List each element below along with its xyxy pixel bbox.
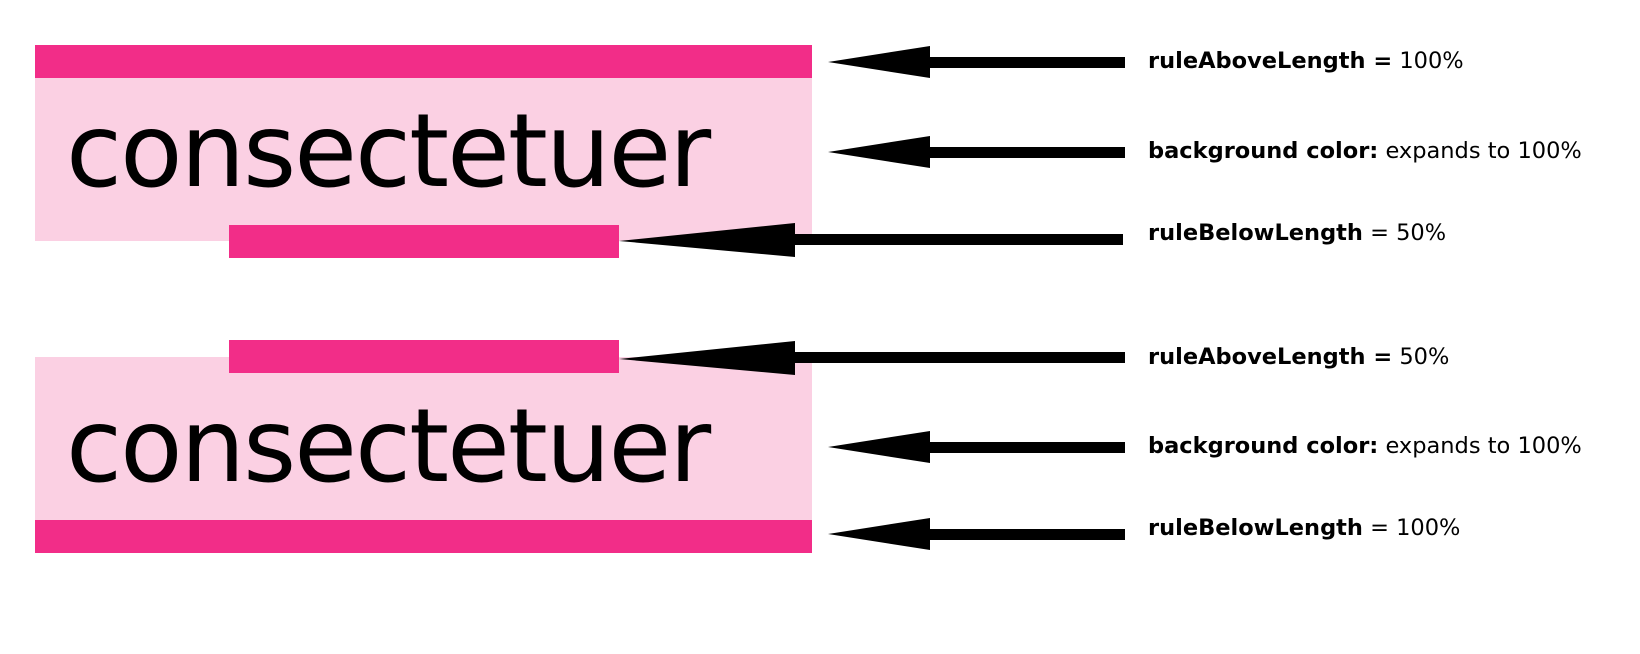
paragraph-text: consectetuer xyxy=(66,92,711,211)
annotation-value: 50% xyxy=(1392,344,1450,370)
annotation-value: expands to 100% xyxy=(1378,433,1582,459)
arrow-icon xyxy=(619,341,1125,375)
rule-above xyxy=(229,340,619,373)
rule-below xyxy=(35,520,812,553)
annotation-key: ruleBelowLength xyxy=(1148,515,1363,541)
annotation-rule-below: ruleBelowLength = 100% xyxy=(1148,517,1460,540)
paragraph-text: consectetuer xyxy=(66,387,711,506)
annotation-key: background color: xyxy=(1148,433,1379,459)
paragraph-background xyxy=(35,357,812,520)
annotation-rule-above: ruleAboveLength = 50% xyxy=(1148,346,1449,369)
annotation-rule-above: ruleAboveLength = 100% xyxy=(1148,50,1464,73)
annotation-rule-below: ruleBelowLength = 50% xyxy=(1148,222,1446,245)
annotation-value: 100% xyxy=(1392,48,1464,74)
arrow-icon xyxy=(828,518,1125,550)
annotation-background: background color: expands to 100% xyxy=(1148,140,1582,163)
arrow-icon xyxy=(828,46,1125,78)
annotation-key: background color: xyxy=(1148,138,1379,164)
annotation-key: ruleAboveLength = xyxy=(1148,48,1393,74)
rule-below xyxy=(229,225,619,258)
annotation-key: ruleAboveLength = xyxy=(1148,344,1393,370)
arrow-icon xyxy=(828,431,1125,463)
arrow-icon xyxy=(619,223,1123,257)
annotation-value: expands to 100% xyxy=(1378,138,1582,164)
rule-above xyxy=(35,45,812,78)
annotation-background: background color: expands to 100% xyxy=(1148,435,1582,458)
annotation-key: ruleBelowLength xyxy=(1148,220,1363,246)
paragraph-background xyxy=(35,78,812,241)
annotation-value: = 50% xyxy=(1362,220,1447,246)
arrow-icon xyxy=(828,136,1125,168)
annotation-value: = 100% xyxy=(1362,515,1461,541)
